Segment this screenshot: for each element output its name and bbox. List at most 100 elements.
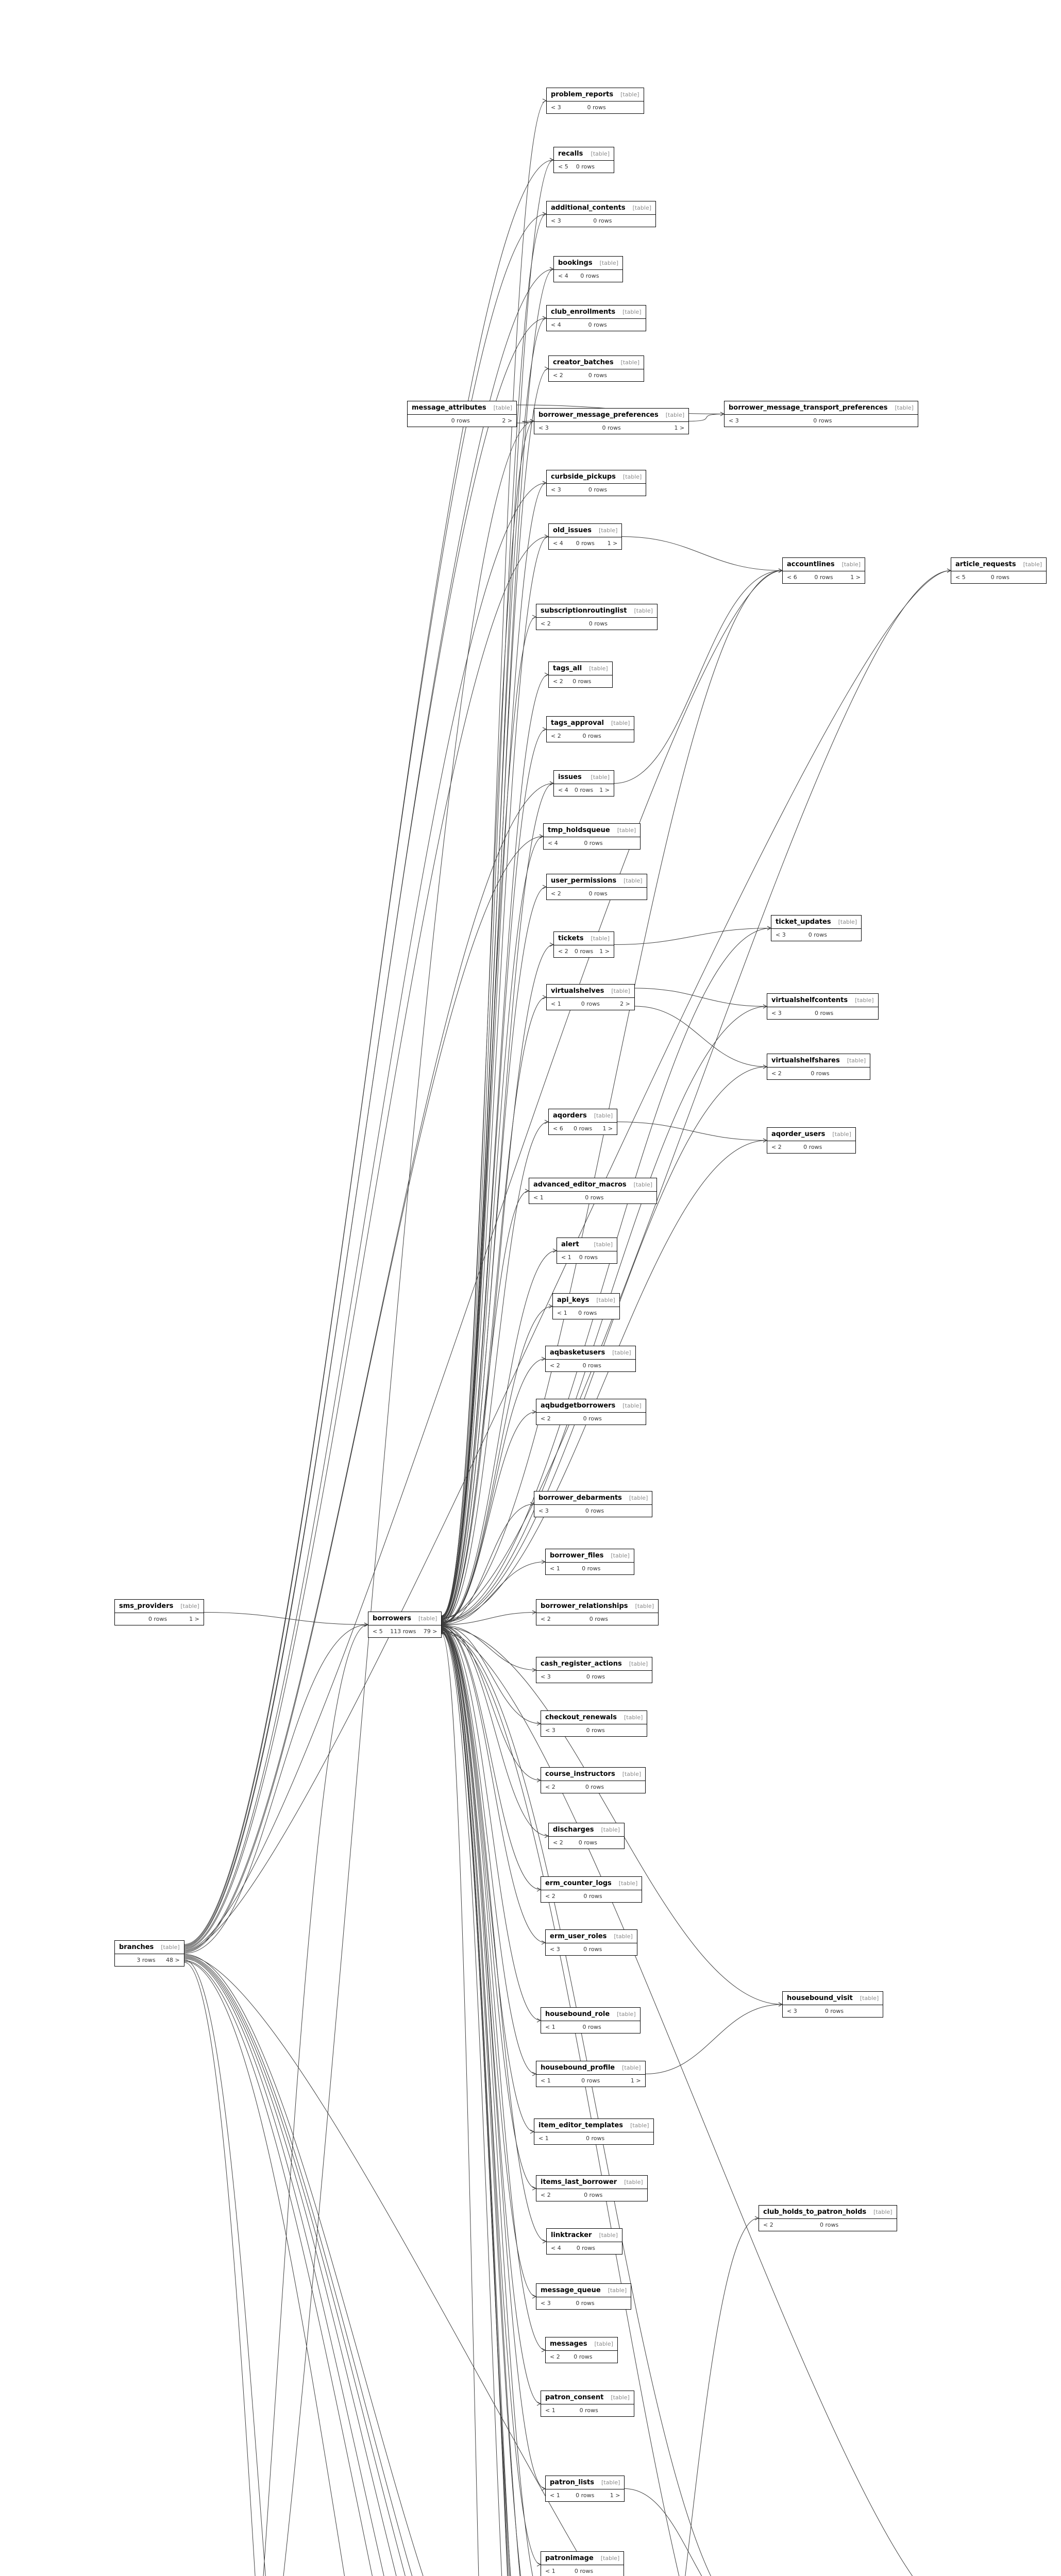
parent-count: < 1 bbox=[545, 2024, 555, 2030]
table-title-bar: item_editor_templates [table] bbox=[534, 2119, 653, 2132]
table-node-patron_lists[interactable]: patron_lists [table] < 1 0 rows 1 > bbox=[545, 2476, 625, 2502]
table-node-sms_providers[interactable]: sms_providers [table] 0 rows 1 > bbox=[114, 1599, 204, 1625]
table-node-club_enrollments[interactable]: club_enrollments [table] < 4 0 rows bbox=[546, 305, 646, 331]
table-node-bookings[interactable]: bookings [table] < 4 0 rows bbox=[553, 256, 624, 282]
table-node-items_last_borrower[interactable]: items_last_borrower [table] < 2 0 rows bbox=[536, 2175, 648, 2201]
table-node-problem_reports[interactable]: problem_reports [table] < 3 0 rows bbox=[546, 88, 644, 114]
table-title-bar: club_holds_to_patron_holds [table] bbox=[759, 2206, 897, 2219]
table-node-virtualshelves[interactable]: virtualshelves [table] < 1 0 rows 2 > bbox=[546, 984, 635, 1010]
table-node-aqorders[interactable]: aqorders [table] < 6 0 rows 1 > bbox=[548, 1109, 618, 1135]
table-node-erm_user_roles[interactable]: erm_user_roles [table] < 3 0 rows bbox=[545, 1929, 637, 1956]
table-node-advanced_editor_macros[interactable]: advanced_editor_macros [table] < 1 0 row… bbox=[529, 1178, 658, 1204]
table-node-discharges[interactable]: discharges [table] < 2 0 rows bbox=[548, 1823, 625, 1849]
table-node-tickets[interactable]: tickets [table] < 2 0 rows 1 > bbox=[553, 931, 614, 958]
table-title-bar: items_last_borrower [table] bbox=[536, 2176, 647, 2189]
table-node-aqbudgetborrowers[interactable]: aqbudgetborrowers [table] < 2 0 rows bbox=[536, 1399, 646, 1425]
table-node-virtualshelfshares[interactable]: virtualshelfshares [table] < 2 0 rows bbox=[767, 1054, 871, 1080]
row-count: 0 rows bbox=[808, 931, 828, 938]
row-count: 0 rows bbox=[576, 2300, 595, 2307]
table-footer: < 5 113 rows 79 > bbox=[368, 1625, 441, 1637]
table-node-tags_all[interactable]: tags_all [table] < 2 0 rows bbox=[548, 662, 613, 688]
table-node-club_holds_to_patron_holds[interactable]: club_holds_to_patron_holds [table] < 2 0… bbox=[759, 2205, 897, 2231]
table-node-tags_approval[interactable]: tags_approval [table] < 2 0 rows bbox=[546, 716, 635, 742]
table-footer: < 4 0 rows bbox=[547, 319, 646, 331]
table-title-bar: erm_counter_logs [table] bbox=[541, 1877, 642, 1890]
parent-count: < 2 bbox=[771, 1070, 782, 1077]
table-name: message_attributes bbox=[412, 404, 486, 412]
table-node-aqorder_users[interactable]: aqorder_users [table] < 2 0 rows bbox=[767, 1127, 856, 1154]
table-node-borrower_message_preferences[interactable]: borrower_message_preferences [table] < 3… bbox=[534, 408, 689, 434]
table-node-accountlines[interactable]: accountlines [table] < 6 0 rows 1 > bbox=[782, 557, 866, 584]
table-tag: [table] bbox=[630, 2122, 649, 2129]
table-node-cash_register_actions[interactable]: cash_register_actions [table] < 3 0 rows bbox=[536, 1657, 653, 1683]
table-node-borrowers[interactable]: borrowers [table] < 5 113 rows 79 > bbox=[368, 1612, 442, 1638]
table-name: additional_contents bbox=[551, 204, 626, 212]
table-node-borrower_relationships[interactable]: borrower_relationships [table] < 2 0 row… bbox=[536, 1599, 659, 1625]
table-node-housebound_visit[interactable]: housebound_visit [table] < 3 0 rows bbox=[782, 1991, 884, 2018]
table-node-erm_counter_logs[interactable]: erm_counter_logs [table] < 2 0 rows bbox=[541, 1876, 643, 1903]
table-node-borrower_message_transport_preferences[interactable]: borrower_message_transport_preferences [… bbox=[724, 401, 918, 427]
table-node-creator_batches[interactable]: creator_batches [table] < 2 0 rows bbox=[548, 355, 645, 382]
table-node-curbside_pickups[interactable]: curbside_pickups [table] < 3 0 rows bbox=[546, 470, 647, 496]
table-node-message_attributes[interactable]: message_attributes [table] 0 rows 2 > bbox=[407, 401, 517, 427]
table-node-borrower_debarments[interactable]: borrower_debarments [table] < 3 0 rows bbox=[534, 1491, 653, 1517]
parent-count: < 3 bbox=[776, 931, 786, 938]
table-name: erm_user_roles bbox=[550, 1933, 607, 1940]
table-node-article_requests[interactable]: article_requests [table] < 5 0 rows bbox=[951, 557, 1047, 584]
table-name: borrower_files bbox=[550, 1552, 604, 1560]
row-count: 0 rows bbox=[586, 2135, 605, 2142]
table-node-linktracker[interactable]: linktracker [table] < 4 0 rows bbox=[546, 2228, 622, 2255]
parent-count: < 2 bbox=[541, 620, 551, 627]
table-title-bar: club_enrollments [table] bbox=[547, 306, 646, 319]
table-node-patronimage[interactable]: patronimage [table] < 1 0 rows bbox=[541, 2551, 625, 2576]
table-footer: < 5 0 rows bbox=[554, 161, 614, 173]
table-name: borrowers bbox=[373, 1615, 411, 1622]
table-title-bar: sms_providers [table] bbox=[115, 1600, 204, 1613]
table-node-old_issues[interactable]: old_issues [table] < 4 0 rows 1 > bbox=[548, 523, 622, 550]
table-tag: [table] bbox=[589, 665, 608, 672]
table-title-bar: housebound_profile [table] bbox=[536, 2061, 645, 2075]
table-node-tmp_holdsqueue[interactable]: tmp_holdsqueue [table] < 4 0 rows bbox=[543, 823, 641, 850]
table-node-alert[interactable]: alert [table] < 1 0 rows bbox=[557, 1238, 617, 1264]
table-node-aqbasketusers[interactable]: aqbasketusers [table] < 2 0 rows bbox=[545, 1346, 636, 1372]
table-node-api_keys[interactable]: api_keys [table] < 1 0 rows bbox=[552, 1293, 620, 1319]
parent-count: < 2 bbox=[553, 678, 563, 685]
parent-count: < 4 bbox=[551, 2245, 561, 2251]
table-footer: < 1 0 rows bbox=[534, 2132, 653, 2144]
table-node-housebound_role[interactable]: housebound_role [table] < 1 0 rows bbox=[541, 2007, 641, 2033]
table-node-ticket_updates[interactable]: ticket_updates [table] < 3 0 rows bbox=[771, 915, 862, 941]
table-node-branches[interactable]: branches [table] 3 rows 48 > bbox=[114, 1940, 184, 1967]
table-node-subscriptionroutinglist[interactable]: subscriptionroutinglist [table] < 2 0 ro… bbox=[536, 604, 658, 630]
table-tag: [table] bbox=[622, 2064, 641, 2071]
table-name: aqbasketusers bbox=[550, 1349, 605, 1357]
table-node-item_editor_templates[interactable]: item_editor_templates [table] < 1 0 rows bbox=[534, 2119, 654, 2145]
table-footer: < 4 0 rows bbox=[544, 837, 640, 849]
table-node-recalls[interactable]: recalls [table] < 5 0 rows bbox=[553, 147, 614, 173]
table-node-message_queue[interactable]: message_queue [table] < 3 0 rows bbox=[536, 2283, 632, 2310]
table-node-issues[interactable]: issues [table] < 4 0 rows 1 > bbox=[553, 770, 614, 796]
table-footer: < 2 0 rows bbox=[536, 618, 657, 630]
table-node-course_instructors[interactable]: course_instructors [table] < 2 0 rows bbox=[541, 1767, 646, 1793]
table-node-checkout_renewals[interactable]: checkout_renewals [table] < 3 0 rows bbox=[541, 1710, 648, 1737]
row-count: 0 rows bbox=[583, 1415, 602, 1422]
table-name: alert bbox=[561, 1241, 579, 1248]
table-node-user_permissions[interactable]: user_permissions [table] < 2 0 rows bbox=[546, 874, 647, 900]
child-count: 1 > bbox=[602, 1125, 613, 1132]
table-footer: < 3 0 rows bbox=[725, 415, 918, 427]
table-node-messages[interactable]: messages [table] < 2 0 rows bbox=[545, 2337, 618, 2363]
child-count: 1 > bbox=[674, 425, 685, 431]
table-title-bar: housebound_visit [table] bbox=[783, 1992, 883, 2005]
table-footer: < 2 0 rows bbox=[546, 1360, 635, 1371]
table-node-housebound_profile[interactable]: housebound_profile [table] < 1 0 rows 1 … bbox=[536, 2061, 646, 2087]
row-count: 0 rows bbox=[803, 1144, 822, 1150]
table-node-virtualshelfcontents[interactable]: virtualshelfcontents [table] < 3 0 rows bbox=[767, 993, 879, 1020]
row-count: 0 rows bbox=[583, 1893, 602, 1900]
parent-count: < 3 bbox=[729, 417, 739, 424]
table-node-patron_consent[interactable]: patron_consent [table] < 1 0 rows bbox=[541, 2391, 634, 2417]
row-count: 0 rows bbox=[574, 2353, 593, 2360]
table-name: branches bbox=[119, 1943, 154, 1951]
table-node-borrower_files[interactable]: borrower_files [table] < 1 0 rows bbox=[545, 1549, 634, 1575]
table-title-bar: discharges [table] bbox=[549, 1823, 624, 1837]
table-node-additional_contents[interactable]: additional_contents [table] < 3 0 rows bbox=[546, 201, 656, 227]
table-name: message_queue bbox=[541, 2286, 601, 2294]
